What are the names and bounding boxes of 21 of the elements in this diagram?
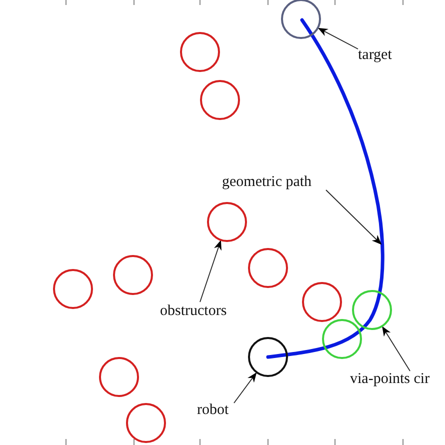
- leader-line: [318, 28, 358, 50]
- circle: [126, 403, 166, 443]
- circle: [248, 248, 288, 288]
- circle: [281, 0, 321, 39]
- callout-label: geometric path: [222, 173, 312, 191]
- leader-line: [382, 326, 410, 372]
- circle: [99, 357, 139, 397]
- circle: [180, 32, 220, 72]
- circle: [352, 290, 392, 330]
- leader-line: [326, 190, 382, 245]
- callout-label: robot: [197, 401, 229, 419]
- callout-label: target: [358, 46, 392, 64]
- circle: [113, 255, 153, 295]
- circle: [200, 80, 240, 120]
- circle: [207, 202, 247, 242]
- callout-label: obstructors: [160, 302, 227, 320]
- leader-line: [200, 240, 222, 302]
- circle: [53, 269, 93, 309]
- leader-line: [234, 372, 257, 404]
- circle: [248, 337, 288, 377]
- callout-label: via-points cir: [350, 370, 430, 388]
